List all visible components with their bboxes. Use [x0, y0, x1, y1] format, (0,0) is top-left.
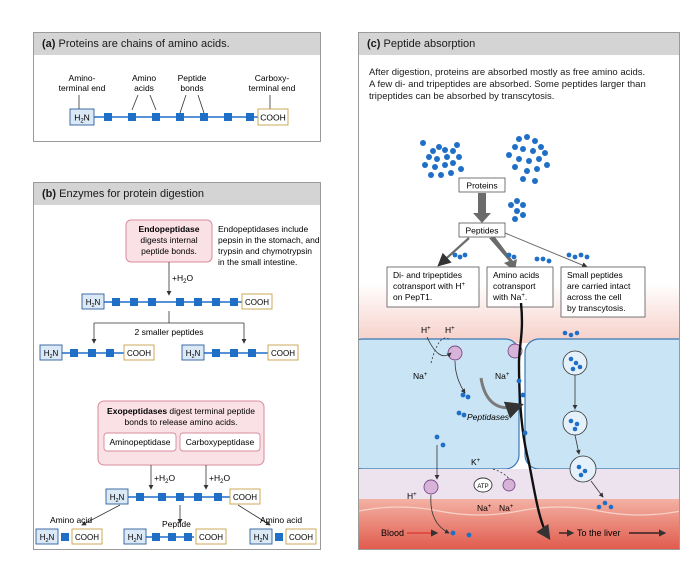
svg-text:K+: K+ [471, 457, 481, 467]
cooh-terminal [257, 108, 289, 126]
peptidases-label: Peptidases [467, 412, 510, 422]
peptides-box [458, 222, 506, 238]
peptide-bonds-label: Peptide [178, 73, 207, 83]
carboxy-terminal-label: Carboxy- [255, 73, 290, 83]
svg-text:pepsin in the stomach, and: pepsin in the stomach, and [218, 235, 320, 245]
panel-b: (b) Enzymes for protein digestion Endope… [33, 182, 321, 550]
panel-b-title: (b) Enzymes for protein digestion [34, 183, 320, 205]
svg-text:peptide bonds.: peptide bonds. [141, 246, 197, 256]
svg-text:Di- and tripeptides: Di- and tripeptides [393, 270, 462, 280]
svg-text:digests internal: digests internal [140, 235, 197, 245]
na-k-atpase [473, 477, 493, 493]
svg-text:COOH: COOH [271, 349, 295, 358]
enterocyte-right [524, 338, 679, 470]
pept1-box [386, 266, 480, 308]
svg-text:Na+: Na+ [495, 371, 510, 381]
svg-text:+H2O: +H2O [172, 273, 193, 285]
amino-acid-chain [112, 298, 238, 306]
blood-label: Blood [381, 528, 404, 538]
panel-a: (a) Proteins are chains of amino acids. … [33, 32, 321, 142]
svg-text:Small peptides: Small peptides [567, 270, 623, 280]
svg-text:H+: H+ [407, 491, 417, 501]
svg-text:COOH: COOH [199, 533, 223, 542]
proteins-box [458, 177, 506, 193]
svg-text:bonds: bonds [180, 83, 203, 93]
cooh-terminal [241, 293, 273, 310]
amino-terminal-label: Amino- [69, 73, 96, 83]
to-liver-label: To the liver [577, 528, 621, 538]
peptide-label: Peptide [162, 519, 191, 529]
panel-a-diagram: Amino- terminal end Amino acids Peptide … [59, 73, 296, 126]
pept1-transporter [447, 345, 463, 361]
carboxypeptidase-box [179, 432, 261, 452]
svg-text:H2N: H2N [254, 533, 269, 544]
svg-text:H2N: H2N [86, 298, 101, 309]
svg-text:COOH: COOH [127, 349, 151, 358]
aminopeptidase-box [103, 432, 177, 452]
svg-text:+H2O: +H2O [209, 473, 230, 485]
h2n-terminal [81, 293, 105, 310]
svg-text:H2N: H2N [186, 349, 201, 360]
svg-text:COOH: COOH [75, 533, 99, 542]
svg-text:H+: H+ [421, 325, 431, 335]
svg-text:Na+: Na+ [499, 503, 514, 513]
h2n-terminal [69, 108, 95, 126]
endopeptidase-note: Endopeptidases include pepsin in the sto… [218, 224, 320, 267]
svg-text:H2N: H2N [44, 349, 59, 360]
svg-text:Carboxypeptidase: Carboxypeptidase [186, 437, 255, 447]
basolateral-transporter [423, 479, 439, 495]
svg-text:cotransport with H+: cotransport with H+ [393, 281, 466, 291]
svg-text:COOH: COOH [245, 298, 269, 307]
svg-text:Exopeptidases digest terminal: Exopeptidases digest terminal peptide [107, 406, 255, 416]
svg-text:H2N: H2N [110, 493, 125, 504]
vesicle-3 [569, 455, 597, 483]
amino-acid-chain [104, 113, 254, 121]
svg-text:terminal end: terminal end [59, 83, 106, 93]
amino-acid-label-right: Amino acid [260, 515, 302, 525]
svg-text:by transcytosis.: by transcytosis. [567, 303, 626, 313]
smaller-peptides-label: 2 smaller peptides [135, 327, 204, 337]
panel-c: (c) Peptide absorption After digestion, … [358, 32, 680, 550]
amino-acid-label: Amino acid [50, 515, 92, 525]
protein-clusters [420, 134, 550, 222]
panel-a-title: (a) Proteins are chains of amino acids. [34, 33, 320, 55]
svg-text:Na+: Na+ [413, 371, 428, 381]
svg-text:across the cell: across the cell [567, 292, 621, 302]
svg-text:trypsin and chymotrypsin: trypsin and chymotrypsin [218, 246, 312, 256]
svg-text:acids: acids [134, 83, 154, 93]
svg-text:H2N: H2N [74, 113, 90, 125]
svg-text:H+: H+ [445, 325, 455, 335]
svg-text:with Na+.: with Na+. [492, 292, 527, 302]
panel-c-intro: After digestion, proteins are absorbed m… [369, 67, 646, 102]
svg-text:Amino acids: Amino acids [493, 270, 539, 280]
panel-c-diagram: Proteins Peptides Di- and tripeptides co… [359, 134, 679, 549]
svg-text:COOH: COOH [289, 533, 313, 542]
svg-text:terminal end: terminal end [249, 83, 296, 93]
svg-text:Na+: Na+ [477, 503, 492, 513]
svg-text:+H2O: +H2O [154, 473, 175, 485]
svg-text:ATP: ATP [477, 484, 488, 490]
panel-b-diagram: Endopeptidase digests internal peptide b… [35, 219, 320, 545]
svg-text:cotransport: cotransport [493, 281, 536, 291]
svg-text:on PepT1.: on PepT1. [393, 292, 432, 302]
svg-text:H2N: H2N [40, 533, 55, 544]
svg-text:COOH: COOH [233, 493, 257, 502]
svg-text:Proteins: Proteins [466, 181, 497, 191]
svg-text:are carried intact: are carried intact [567, 281, 631, 291]
svg-text:H2N: H2N [128, 533, 143, 544]
transcytosis-box [560, 266, 646, 318]
svg-text:Endopeptidases include: Endopeptidases include [218, 224, 309, 234]
svg-text:bonds to release amino acids.: bonds to release amino acids. [125, 417, 238, 427]
svg-text:COOH: COOH [260, 113, 286, 123]
svg-text:Peptides: Peptides [465, 226, 498, 236]
svg-text:Endopeptidase: Endopeptidase [139, 224, 200, 234]
na-cotransport-box [486, 266, 554, 308]
amino-acids-label: Amino [132, 73, 156, 83]
svg-text:Aminopeptidase: Aminopeptidase [110, 437, 171, 447]
svg-text:in the small intestine.: in the small intestine. [218, 257, 297, 267]
panel-c-title: (c) Peptide absorption [359, 33, 679, 55]
